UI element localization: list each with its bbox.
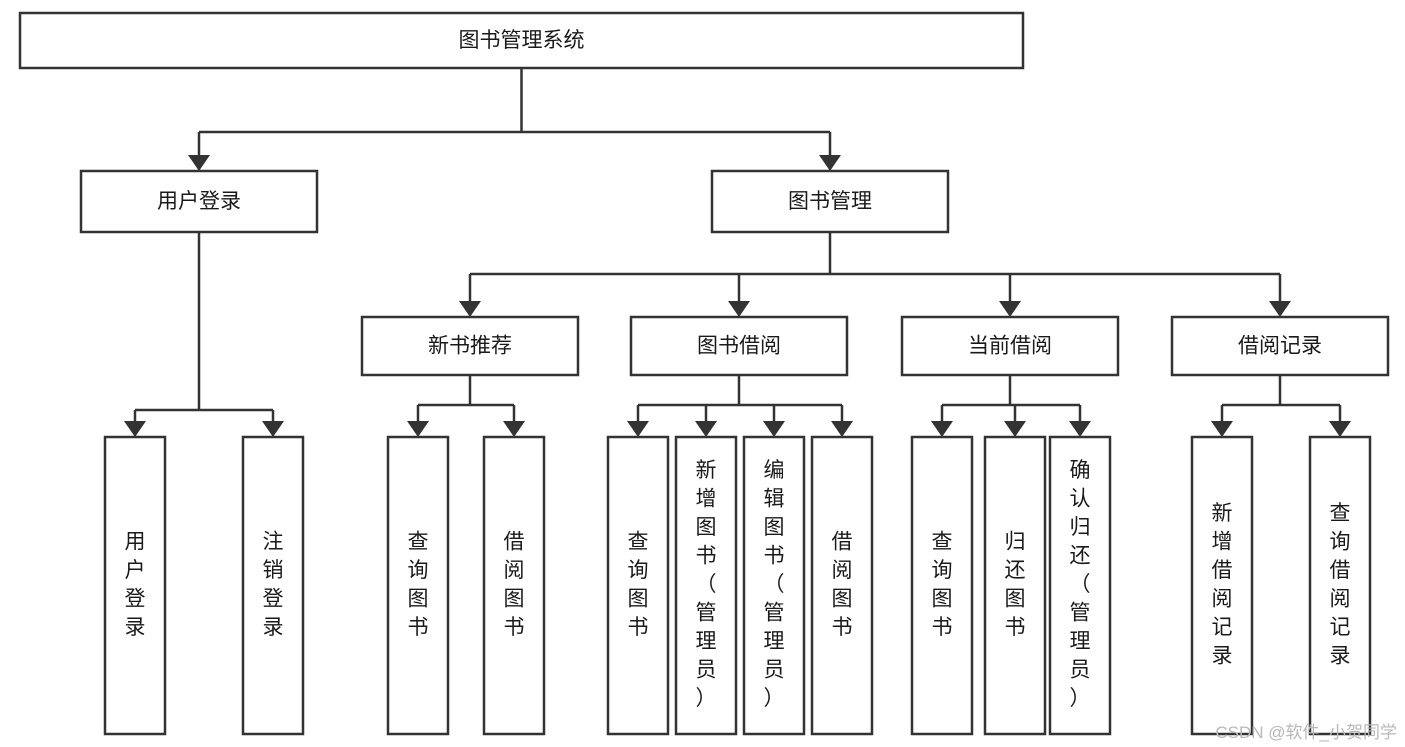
- connector-group: [124, 232, 284, 437]
- arrow-head-icon: [831, 421, 853, 437]
- node-box: [360, 315, 580, 377]
- node-label: 借阅图书: [832, 530, 853, 639]
- node-box: [629, 315, 849, 377]
- node-box: [810, 435, 874, 736]
- node-label: 图书借阅: [697, 335, 781, 358]
- connector-group: [407, 375, 525, 437]
- diagram-node-l2-new-book-rec[interactable]: 新书推荐: [360, 315, 580, 377]
- node-box: [1308, 435, 1372, 736]
- diagram-node-leaf-borrow-book-1[interactable]: 借阅图书: [482, 435, 546, 736]
- arrow-head-icon: [1269, 301, 1291, 317]
- diagram-node-l2-borrow-record[interactable]: 借阅记录: [1170, 315, 1390, 377]
- diagram-node-leaf-query-book-2[interactable]: 查询图书: [606, 435, 670, 736]
- node-label: 确认归还（管理员）: [1070, 459, 1091, 710]
- connector-group: [459, 232, 1291, 317]
- arrow-head-icon: [262, 421, 284, 437]
- node-label: 图书管理: [788, 190, 872, 213]
- arrow-head-icon: [124, 421, 146, 437]
- diagram-node-l1-book-manage[interactable]: 图书管理: [710, 169, 950, 234]
- node-box: [386, 435, 450, 736]
- diagram-node-leaf-edit-book[interactable]: 编辑图书（管理员）: [742, 435, 806, 736]
- arrow-head-icon: [819, 155, 841, 171]
- node-label: 查询图书: [408, 530, 429, 639]
- node-label: 查询图书: [628, 530, 649, 639]
- diagram-node-leaf-query-book-3[interactable]: 查询图书: [910, 435, 974, 736]
- arrow-head-icon: [459, 301, 481, 317]
- edge-layer: [124, 68, 1351, 437]
- node-label: 编辑图书（管理员）: [764, 459, 785, 710]
- diagram-node-leaf-return-book[interactable]: 归还图书: [983, 435, 1047, 736]
- node-box: [18, 11, 1025, 70]
- connector-group: [931, 375, 1091, 437]
- arrow-head-icon: [1329, 421, 1351, 437]
- node-label: 用户登录: [157, 190, 241, 213]
- node-box: [983, 435, 1047, 736]
- node-box: [241, 435, 305, 736]
- node-label: 当前借阅: [968, 335, 1052, 358]
- diagram-node-leaf-user-login[interactable]: 用户登录: [103, 435, 167, 736]
- node-box: [710, 169, 950, 234]
- diagram-node-leaf-query-book-1[interactable]: 查询图书: [386, 435, 450, 736]
- arrow-head-icon: [1004, 421, 1026, 437]
- arrow-head-icon: [1069, 421, 1091, 437]
- node-box: [482, 435, 546, 736]
- node-box: [1048, 435, 1112, 736]
- node-box: [1190, 435, 1254, 736]
- connector-group: [188, 68, 841, 171]
- arrow-head-icon: [1211, 421, 1233, 437]
- node-box: [900, 315, 1120, 377]
- arrow-head-icon: [503, 421, 525, 437]
- diagram-node-l2-current-borrow[interactable]: 当前借阅: [900, 315, 1120, 377]
- diagram-node-leaf-confirm-return[interactable]: 确认归还（管理员）: [1048, 435, 1112, 736]
- node-box: [742, 435, 806, 736]
- node-label: 新增借阅记录: [1212, 502, 1233, 668]
- node-box: [79, 169, 319, 234]
- diagram-node-leaf-add-book[interactable]: 新增图书（管理员）: [674, 435, 738, 736]
- connector-group: [1211, 375, 1351, 437]
- node-box: [910, 435, 974, 736]
- arrow-head-icon: [763, 421, 785, 437]
- node-box: [103, 435, 167, 736]
- node-label: 用户登录: [125, 530, 146, 639]
- node-label: 借阅图书: [504, 530, 525, 639]
- watermark-label: CSDN @软件_小贺同学: [1215, 723, 1397, 742]
- arrow-head-icon: [728, 301, 750, 317]
- arrow-head-icon: [188, 155, 210, 171]
- diagram-node-leaf-add-record[interactable]: 新增借阅记录: [1190, 435, 1254, 736]
- arrow-head-icon: [999, 301, 1021, 317]
- node-label: 归还图书: [1005, 530, 1026, 639]
- node-layer: 图书管理系统用户登录图书管理新书推荐图书借阅当前借阅借阅记录用户登录注销登录查询…: [18, 11, 1390, 736]
- node-label: 查询借阅记录: [1330, 502, 1351, 668]
- diagram-node-l1-user-login[interactable]: 用户登录: [79, 169, 319, 234]
- diagram-node-leaf-logout[interactable]: 注销登录: [241, 435, 305, 736]
- node-label: 新增图书（管理员）: [696, 459, 717, 710]
- node-box: [674, 435, 738, 736]
- diagram-node-root[interactable]: 图书管理系统: [18, 11, 1025, 70]
- arrow-head-icon: [695, 421, 717, 437]
- node-label: 图书管理系统: [459, 29, 585, 52]
- node-box: [606, 435, 670, 736]
- node-box: [1170, 315, 1390, 377]
- diagram-node-leaf-borrow-book-2[interactable]: 借阅图书: [810, 435, 874, 736]
- diagram-node-leaf-query-record[interactable]: 查询借阅记录: [1308, 435, 1372, 736]
- diagram-node-l2-book-borrow[interactable]: 图书借阅: [629, 315, 849, 377]
- arrow-head-icon: [931, 421, 953, 437]
- node-label: 注销登录: [263, 530, 284, 639]
- arrow-head-icon: [627, 421, 649, 437]
- node-label: 借阅记录: [1238, 335, 1322, 358]
- arrow-head-icon: [407, 421, 429, 437]
- node-label: 新书推荐: [428, 335, 512, 358]
- node-label: 查询图书: [932, 530, 953, 639]
- connector-group: [627, 375, 853, 437]
